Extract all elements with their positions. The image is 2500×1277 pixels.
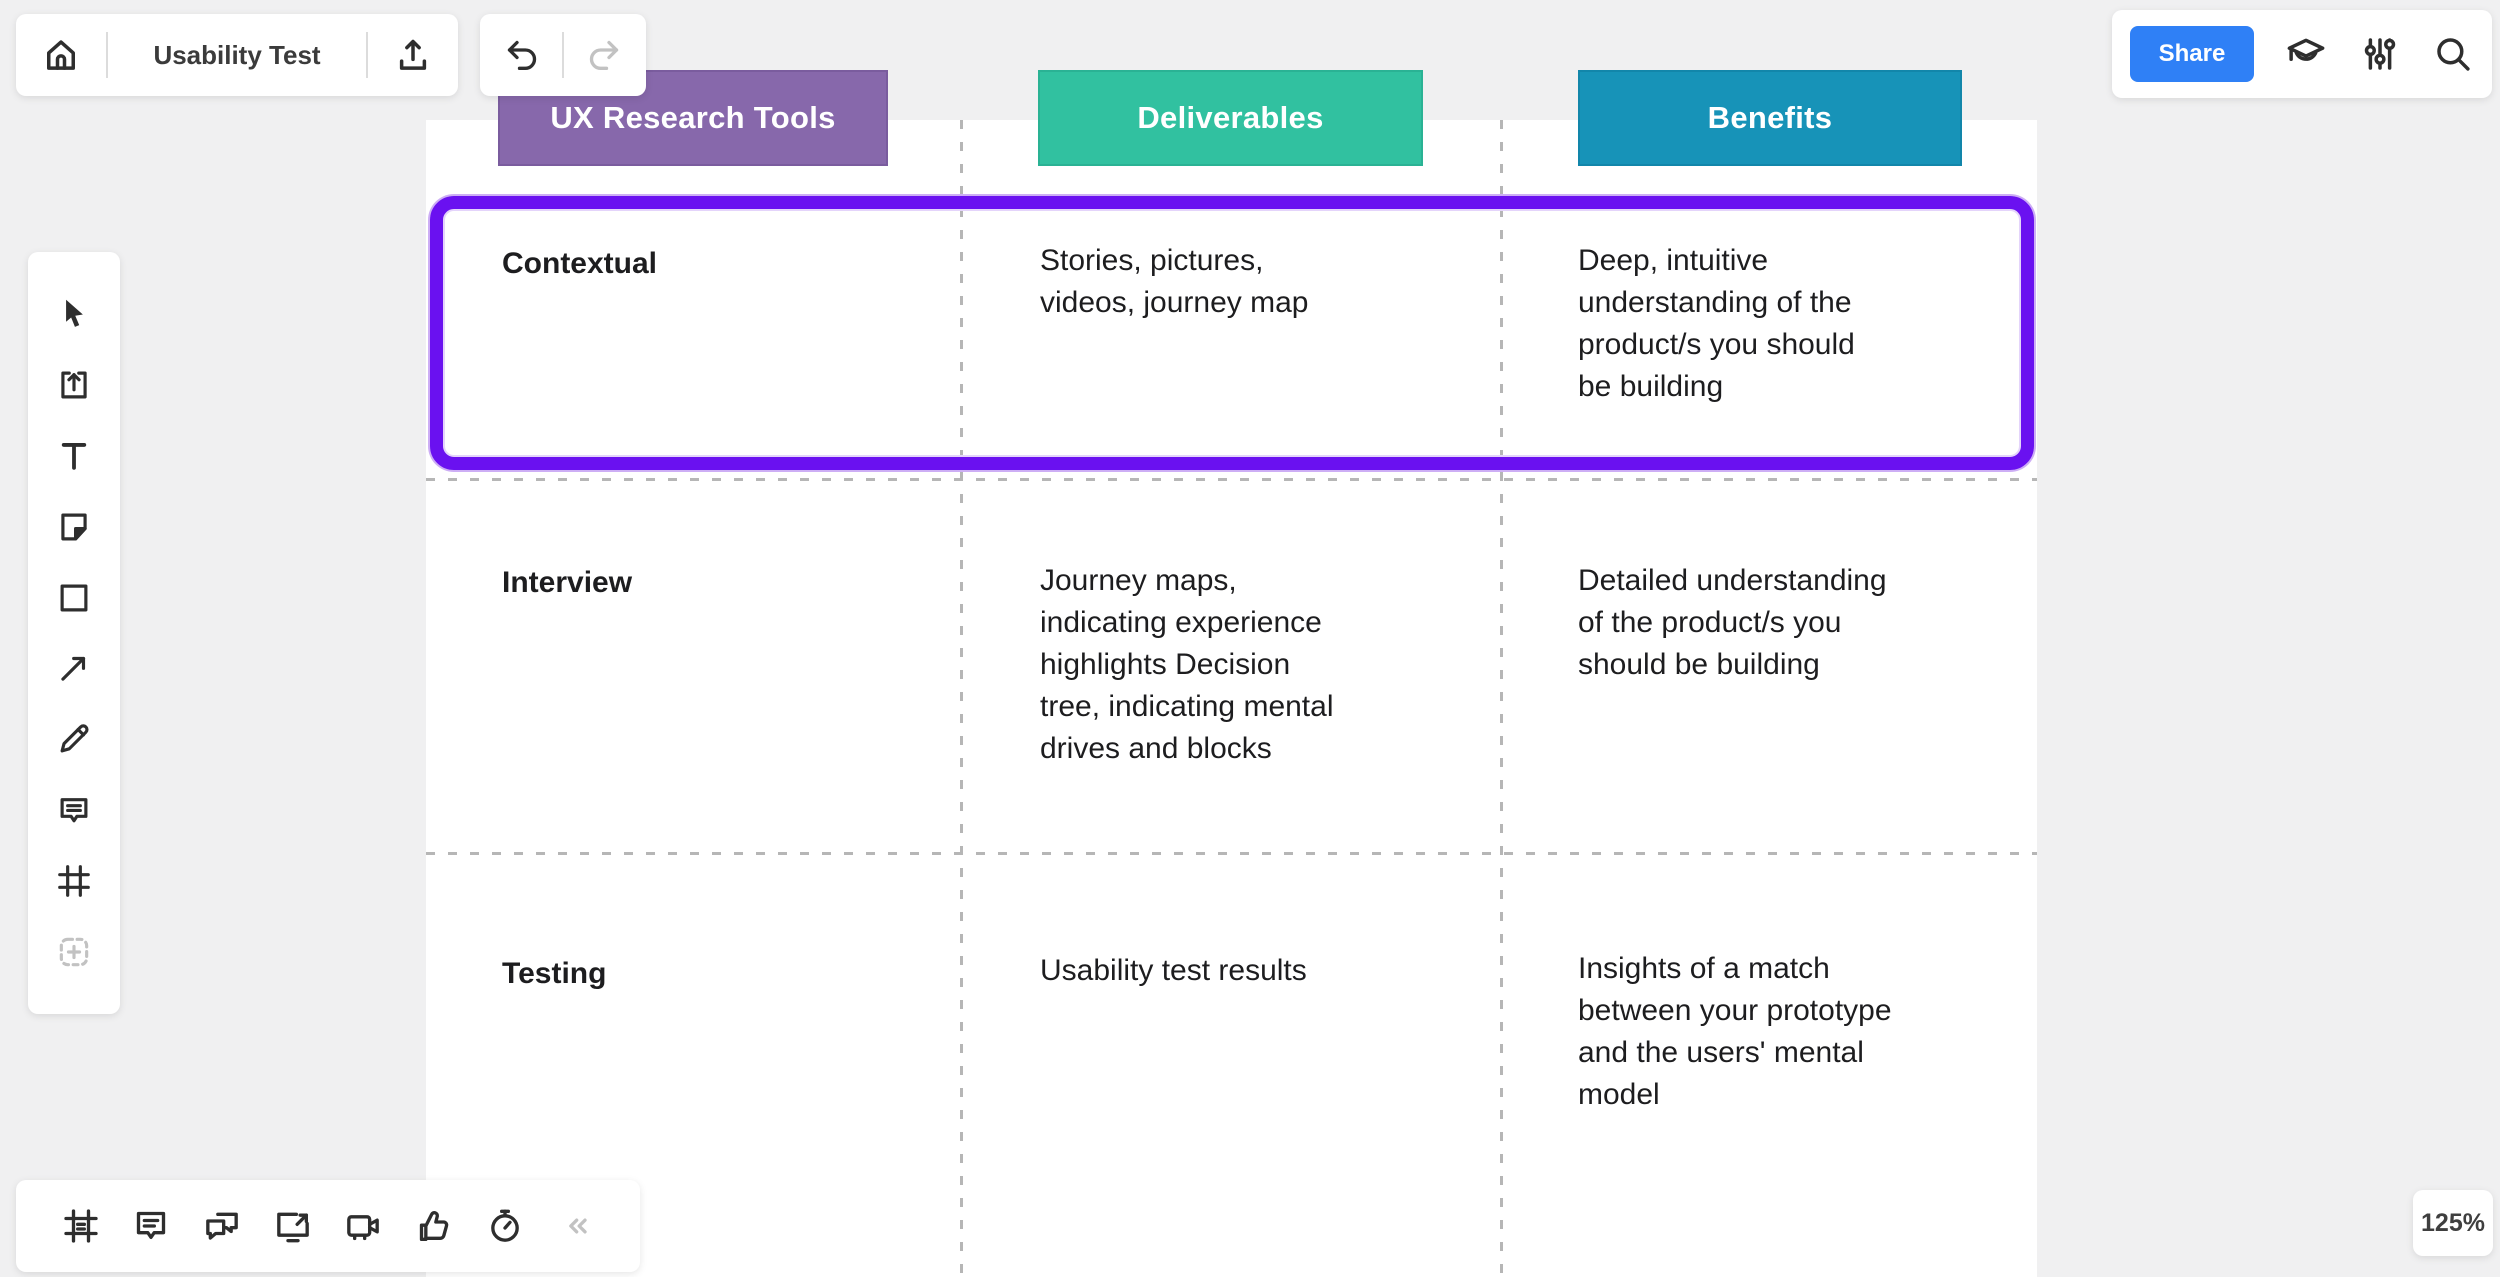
notes-icon bbox=[137, 1211, 166, 1239]
sticky-note-tool-button[interactable] bbox=[55, 508, 93, 546]
divider bbox=[106, 32, 108, 78]
comment-tool-button[interactable] bbox=[55, 791, 93, 829]
templates-upload-icon bbox=[61, 371, 87, 399]
pen-tool-button[interactable] bbox=[55, 720, 93, 758]
undo-button[interactable] bbox=[502, 35, 542, 75]
frame-tool-button[interactable] bbox=[55, 862, 93, 900]
arrow-icon bbox=[61, 657, 86, 682]
text-icon bbox=[61, 442, 87, 470]
notes-button[interactable] bbox=[131, 1206, 171, 1246]
timer-button[interactable] bbox=[485, 1206, 525, 1246]
selection-highlight-box[interactable] bbox=[430, 196, 2034, 470]
frames-icon bbox=[63, 1209, 98, 1243]
table-column-divider-1 bbox=[960, 120, 963, 1277]
cell-deliverables-contextual[interactable]: Stories, pictures, videos, journey map bbox=[1040, 244, 1309, 319]
sliders-icon bbox=[2364, 38, 2395, 70]
cursor-icon bbox=[66, 299, 83, 327]
learning-cap-icon bbox=[2287, 38, 2325, 61]
board-header-toolbar: Usability Test bbox=[16, 14, 458, 96]
facilitation-toolbar bbox=[16, 1180, 640, 1272]
present-button[interactable] bbox=[273, 1206, 313, 1246]
history-toolbar bbox=[480, 14, 646, 96]
divider bbox=[562, 32, 564, 78]
cell-benefits-contextual[interactable]: Deep, intuitive understanding of the pro… bbox=[1578, 244, 1855, 403]
share-screen-icon bbox=[276, 1212, 309, 1243]
creation-toolbar bbox=[28, 252, 120, 1014]
sticky-note-icon bbox=[61, 513, 87, 541]
table-row-divider-2 bbox=[426, 852, 2037, 855]
cell-tool-interview[interactable]: Interview bbox=[502, 566, 633, 599]
learning-center-button[interactable] bbox=[2285, 33, 2327, 75]
video-camera-icon bbox=[347, 1215, 380, 1241]
chat-button[interactable] bbox=[202, 1206, 242, 1246]
divider bbox=[366, 32, 368, 78]
video-button[interactable] bbox=[343, 1206, 383, 1246]
export-icon bbox=[399, 39, 427, 70]
more-tools-button[interactable] bbox=[55, 933, 93, 971]
comment-icon bbox=[60, 798, 88, 823]
collapse-toolbar-button[interactable] bbox=[555, 1206, 595, 1246]
header-benefits[interactable]: Benefits bbox=[1578, 70, 1962, 166]
share-button[interactable]: Share bbox=[2130, 26, 2254, 82]
home-button[interactable] bbox=[40, 34, 82, 76]
table-row-divider-1 bbox=[426, 478, 2037, 481]
settings-button[interactable] bbox=[2359, 33, 2401, 75]
export-button[interactable] bbox=[392, 34, 434, 76]
cell-deliverables-testing[interactable]: Usability test results bbox=[1040, 954, 1307, 987]
add-tool-icon bbox=[59, 937, 89, 967]
search-button[interactable] bbox=[2432, 33, 2474, 75]
timer-icon bbox=[490, 1209, 519, 1242]
cell-benefits-testing[interactable]: Insights of a match between your prototy… bbox=[1578, 952, 1892, 1111]
thumbs-up-icon bbox=[419, 1211, 449, 1241]
redo-icon bbox=[589, 40, 619, 71]
undo-icon bbox=[507, 40, 537, 71]
frame-icon bbox=[58, 865, 90, 897]
frames-button[interactable] bbox=[61, 1206, 101, 1246]
shape-tool-button[interactable] bbox=[55, 579, 93, 617]
cell-tool-contextual[interactable]: Contextual bbox=[502, 247, 658, 280]
reactions-button[interactable] bbox=[414, 1206, 454, 1246]
shape-icon bbox=[60, 584, 88, 611]
zoom-level-label: 125% bbox=[2421, 1208, 2485, 1237]
templates-tool-button[interactable] bbox=[55, 366, 93, 404]
home-icon bbox=[47, 40, 75, 70]
collaboration-toolbar: Share bbox=[2112, 10, 2492, 98]
text-tool-button[interactable] bbox=[55, 437, 93, 475]
cell-benefits-interview[interactable]: Detailed understanding of the product/s … bbox=[1578, 564, 1887, 681]
chat-icon bbox=[206, 1212, 238, 1240]
select-tool-button[interactable] bbox=[55, 295, 93, 333]
arrow-tool-button[interactable] bbox=[55, 649, 93, 687]
zoom-indicator[interactable]: 125% bbox=[2413, 1190, 2493, 1256]
board-canvas[interactable] bbox=[426, 120, 2037, 1277]
cell-deliverables-interview[interactable]: Journey maps, indicating experience high… bbox=[1040, 564, 1334, 765]
search-icon bbox=[2437, 38, 2470, 71]
pen-icon bbox=[60, 724, 89, 753]
table-column-divider-2 bbox=[1500, 120, 1503, 1277]
chevrons-left-icon bbox=[569, 1218, 587, 1234]
cell-tool-testing[interactable]: Testing bbox=[502, 957, 607, 990]
redo-button[interactable] bbox=[584, 35, 624, 75]
header-deliverables[interactable]: Deliverables bbox=[1038, 70, 1423, 166]
board-title[interactable]: Usability Test bbox=[153, 39, 321, 70]
